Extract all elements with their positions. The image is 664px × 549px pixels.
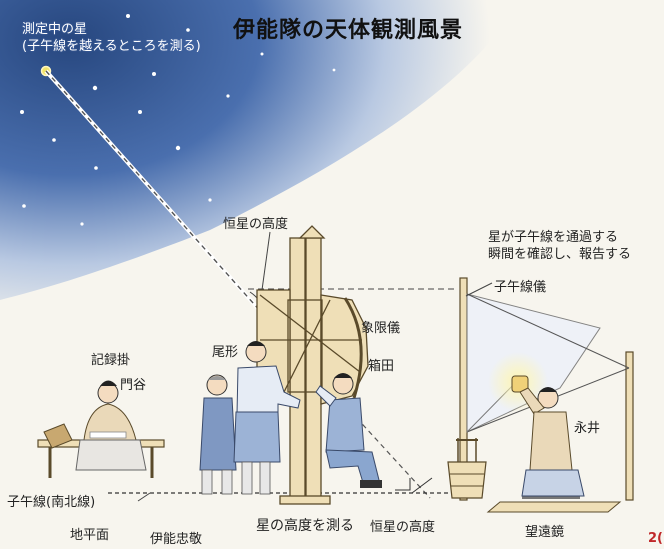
measured-star-label: 測定中の星 — [22, 22, 88, 37]
measure-altitude-label: 星の高度を測る — [256, 518, 354, 534]
nagai-label: 永井 — [574, 421, 601, 436]
water-bucket — [447, 438, 487, 499]
sky-stars — [20, 14, 336, 226]
onagata-label: 尾形 — [212, 345, 239, 360]
quadrant-label: 象限儀 — [361, 321, 401, 336]
page-title: 伊能隊の天体観測風景 — [233, 18, 464, 43]
hakoda-label: 箱田 — [368, 359, 395, 374]
nagai-figure — [511, 375, 585, 497]
ino-figure — [199, 374, 237, 495]
kadoya-label: 門谷 — [120, 378, 147, 393]
star-altitude-top-label: 恒星の高度 — [223, 217, 289, 232]
altitude-leader-line — [261, 231, 271, 291]
star-altitude-bottom-label: 恒星の高度 — [370, 520, 436, 535]
meridian-instrument-label: 子午線儀 — [494, 280, 547, 295]
onagata-figure — [233, 341, 301, 495]
meridian-line-label: 子午線(南北線) — [7, 495, 96, 510]
recorder-figure — [37, 380, 165, 478]
ino-tadataka-label: 伊能忠敬 — [150, 532, 203, 547]
quadrant-instrument — [256, 225, 369, 505]
note-line-2: 瞬間を確認し、報告する — [488, 247, 632, 262]
altitude-marker-bottom — [395, 478, 411, 491]
page-number: 2( — [648, 531, 663, 546]
note-line-1: 星が子午線を通過する — [488, 230, 619, 245]
telescope-label: 望遠鏡 — [525, 525, 565, 540]
measured-star-sublabel: (子午線を越えるところを測る) — [22, 39, 201, 54]
altitude-angle-bottom — [411, 477, 433, 494]
label-leaders — [137, 282, 493, 502]
ground-surface-label: 地平面 — [70, 528, 110, 543]
night-sky — [0, 0, 520, 300]
hakoda-figure — [315, 373, 382, 488]
recorder-label: 記録掛 — [91, 353, 131, 368]
